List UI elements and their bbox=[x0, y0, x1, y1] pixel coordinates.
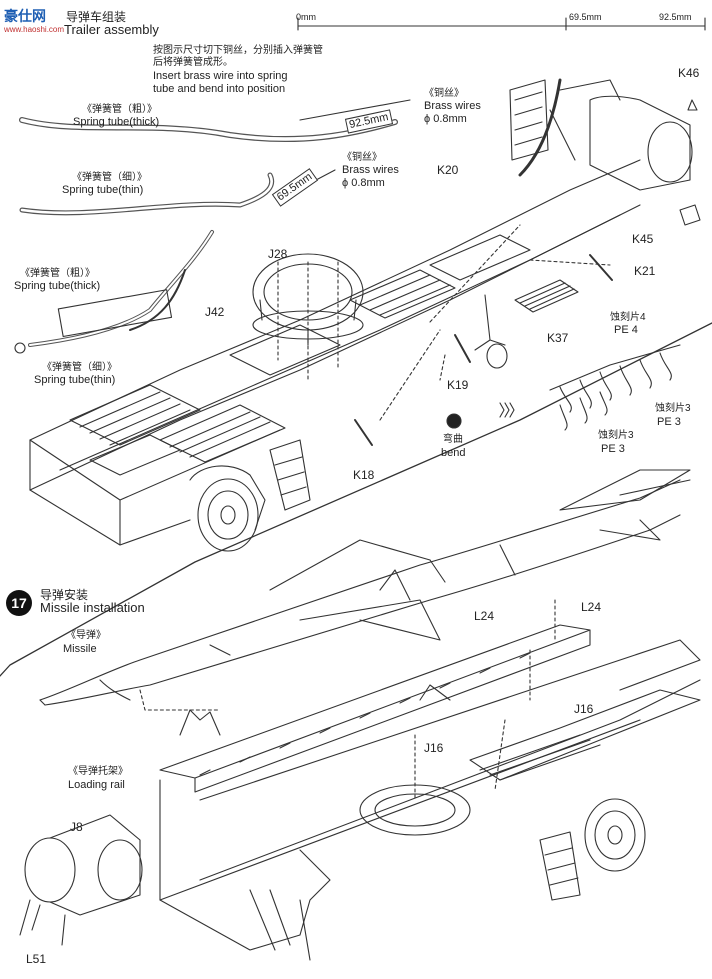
pe3a-label-cn: 蚀刻片3 bbox=[655, 403, 691, 414]
spring-thick2-cn: 《弹簧管（粗）》 bbox=[20, 268, 95, 279]
pe4-label-en: PE 4 bbox=[614, 324, 638, 336]
hose-assembly bbox=[14, 230, 214, 354]
plate-k37 bbox=[514, 279, 579, 313]
part-label-k20: K20 bbox=[437, 163, 459, 177]
dim-leader-925 bbox=[299, 99, 411, 121]
brass-wires-en: Brass wires bbox=[424, 100, 481, 112]
pe-parts bbox=[549, 344, 681, 431]
rod-k18 bbox=[354, 419, 373, 446]
support-leg bbox=[474, 294, 508, 369]
step16-title-en: Trailer assembly bbox=[64, 22, 159, 37]
part-label-k21: K21 bbox=[634, 264, 656, 278]
missile-label-en: Missile bbox=[63, 643, 97, 655]
spring-thin2-en: Spring tube(thin) bbox=[34, 374, 116, 386]
bend-label-cn: 弯曲 bbox=[443, 434, 463, 445]
bend-label-en: bend bbox=[441, 447, 466, 459]
part-label-j16-right: J16 bbox=[574, 702, 594, 716]
part-label-l51: L51 bbox=[26, 952, 47, 966]
instruction-en-line2: tube and bend into position bbox=[153, 83, 286, 95]
step17-title-cn: 导弹安装 bbox=[40, 588, 89, 602]
generator-unit bbox=[509, 78, 693, 191]
part-label-l24-right: L24 bbox=[581, 600, 602, 614]
spring-thin-label-cn: 《弹簧管（细）》 bbox=[72, 172, 147, 183]
missile-label-cn: 《导弹》 bbox=[66, 630, 106, 641]
part-k45-shape bbox=[679, 204, 701, 226]
small-parts-l51 bbox=[19, 899, 66, 946]
spring-thick2-en: Spring tube(thick) bbox=[14, 280, 101, 292]
brass-wires2-size: ϕ 0.8mm bbox=[342, 177, 385, 189]
spring-thick-label-en: Spring tube(thick) bbox=[73, 116, 160, 128]
part-label-k46: K46 bbox=[678, 66, 700, 80]
part-label-l24-left: L24 bbox=[474, 609, 495, 623]
spring-thin-label-en: Spring tube(thin) bbox=[62, 184, 144, 196]
part-label-j42: J42 bbox=[205, 305, 225, 319]
step16-title-cn: 导弹车组装 bbox=[66, 10, 127, 24]
watermark-url: www.haoshi.com bbox=[4, 25, 65, 34]
brass-wires-cn: 《铜丝》 bbox=[424, 88, 464, 99]
pe3b-label-cn: 蚀刻片3 bbox=[598, 430, 634, 441]
watermark-logo: 豪仕网 bbox=[4, 8, 46, 24]
rod-k19 bbox=[454, 334, 471, 363]
ruler-scale bbox=[297, 17, 706, 31]
spring-thick-label-cn: 《弹簧管（粗）》 bbox=[82, 104, 157, 115]
brass-wires2-en: Brass wires bbox=[342, 164, 399, 176]
spring-thin2-cn: 《弹簧管（细）》 bbox=[42, 362, 117, 373]
step17-number-badge: 17 bbox=[6, 590, 32, 616]
brass-wires-size: ϕ 0.8mm bbox=[424, 113, 467, 125]
loading-rail-label-cn: 《导弹托架》 bbox=[68, 766, 128, 777]
part-label-k18: K18 bbox=[353, 468, 375, 482]
part-label-k37: K37 bbox=[547, 331, 569, 345]
part-label-k19: K19 bbox=[447, 378, 469, 392]
pe4-label-cn: 蚀刻片4 bbox=[610, 312, 646, 323]
step17-title-en: Missile installation bbox=[40, 600, 145, 615]
generator-front bbox=[24, 814, 143, 916]
instruction-cn-line2: 后将弹簧管成形。 bbox=[153, 57, 233, 68]
trailer-chassis-top bbox=[29, 159, 641, 546]
rod-k21 bbox=[589, 254, 613, 281]
rear-wheel bbox=[539, 798, 646, 901]
j28-guide-lines bbox=[277, 261, 339, 381]
pe3b-label-en: PE 3 bbox=[601, 443, 625, 455]
trailer-chassis-bottom bbox=[159, 639, 701, 951]
spring-tube-thin bbox=[19, 172, 275, 216]
part-label-j28: J28 bbox=[268, 247, 288, 261]
pe3a-label-en: PE 3 bbox=[657, 416, 681, 428]
instruction-cn-line1: 按图示尺寸切下铜丝，分别插入弹簧管 bbox=[153, 45, 323, 56]
ruler-label-695: 69.5mm bbox=[569, 12, 602, 22]
missile-body bbox=[39, 469, 691, 706]
part-k46-shape bbox=[687, 99, 698, 111]
loading-rail-label-en: Loading rail bbox=[68, 779, 125, 791]
legs bbox=[249, 889, 311, 961]
part-label-j8: J8 bbox=[70, 820, 83, 834]
ruler-label-925: 92.5mm bbox=[659, 12, 692, 22]
loading-rail bbox=[159, 624, 591, 793]
trailer-wheel bbox=[189, 439, 311, 552]
part-label-j16-left: J16 bbox=[424, 741, 444, 755]
bend-arrows bbox=[499, 402, 515, 418]
part-label-k45: K45 bbox=[632, 232, 654, 246]
brass-wires2-cn: 《铜丝》 bbox=[342, 152, 382, 163]
instruction-en-line1: Insert brass wire into spring bbox=[153, 70, 288, 82]
ruler-label-0: 0mm bbox=[296, 12, 316, 22]
bend-icon bbox=[446, 413, 462, 429]
